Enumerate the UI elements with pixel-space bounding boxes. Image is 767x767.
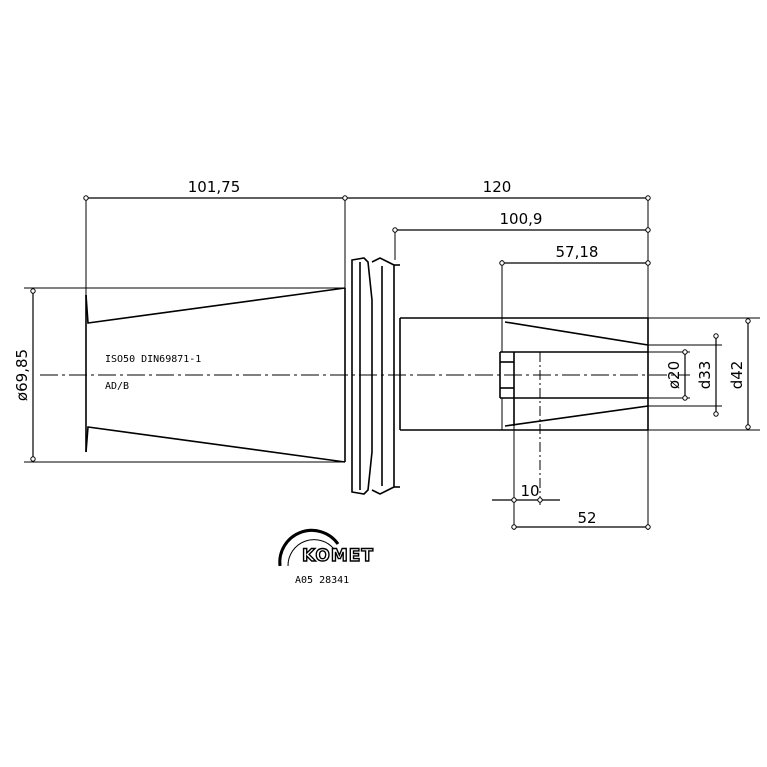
note-standard: ISO50 DIN69871-1 <box>105 354 201 365</box>
logo-brand: KOMET <box>302 546 374 566</box>
dimension-lines <box>32 197 749 528</box>
dim-overall-length: 120 <box>483 178 512 196</box>
dim-outer-diameter: d42 <box>728 361 746 390</box>
note-form: AD/B <box>105 381 129 392</box>
bore-lower-taper <box>504 405 649 427</box>
logo-arc <box>278 528 340 567</box>
dimension-dots <box>30 195 751 530</box>
flange-groove <box>371 257 395 495</box>
flange-body <box>351 257 373 495</box>
dim-projection-length: 52 <box>577 509 596 527</box>
dim-taper-diameter: ø69,85 <box>13 349 31 401</box>
dim-taper-length: 101,75 <box>188 178 241 196</box>
bore-upper-taper <box>504 321 649 346</box>
dim-shank-length: 100,9 <box>500 210 543 228</box>
logo-arc-inner <box>287 539 335 567</box>
extension-lines <box>24 196 760 530</box>
dim-bore-depth: 57,18 <box>556 243 599 261</box>
dim-inner-diameter: d33 <box>696 361 714 390</box>
dim-bore-diameter: ø20 <box>665 361 683 389</box>
taper-lower-edge <box>85 426 346 463</box>
komet-logo: KOMET A05 28341 <box>278 528 374 586</box>
part-outline <box>85 257 649 495</box>
dim-screw-length: 10 <box>520 482 539 500</box>
taper-upper-edge <box>85 287 346 324</box>
logo-article: A05 28341 <box>295 575 349 586</box>
